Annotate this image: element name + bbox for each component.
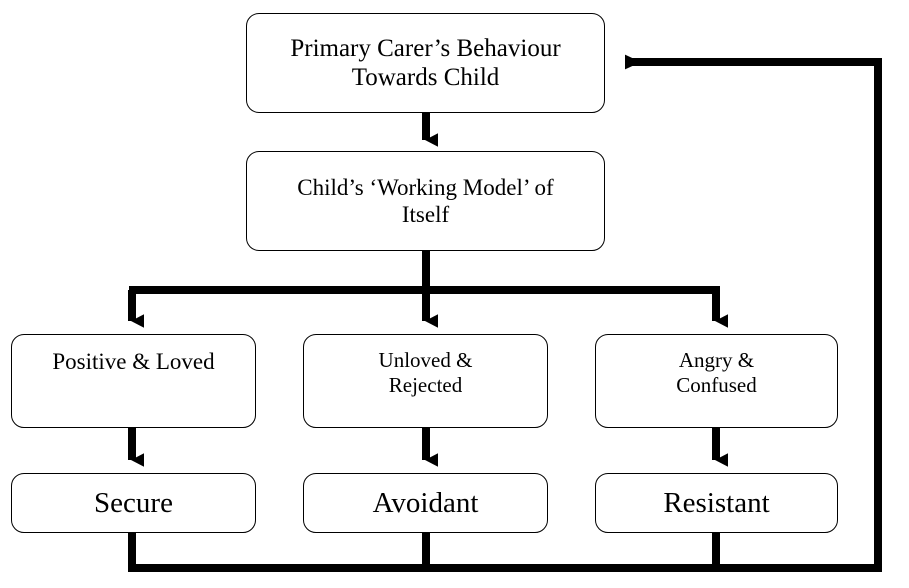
node-angry-and-confused[interactable]: Angry & Confused bbox=[595, 334, 838, 428]
node-label: Unloved & Rejected bbox=[378, 348, 473, 397]
node-positive-and-loved[interactable]: Positive & Loved bbox=[11, 334, 256, 428]
node-label: Primary Carer’s Behaviour Towards Child bbox=[290, 34, 561, 92]
node-label: Secure bbox=[94, 486, 173, 519]
node-label: Angry & Confused bbox=[676, 348, 757, 397]
node-secure[interactable]: Secure bbox=[11, 473, 256, 533]
node-resistant[interactable]: Resistant bbox=[595, 473, 838, 533]
connector-branch-bus bbox=[129, 251, 720, 294]
node-label: Child’s ‘Working Model’ of Itself bbox=[297, 174, 554, 227]
connector-feedback-loop bbox=[128, 54, 882, 572]
node-label: Resistant bbox=[663, 486, 770, 519]
node-unloved-and-rejected[interactable]: Unloved & Rejected bbox=[303, 334, 548, 428]
node-label: Avoidant bbox=[372, 486, 479, 519]
node-child-working-model[interactable]: Child’s ‘Working Model’ of Itself bbox=[246, 151, 605, 251]
node-avoidant[interactable]: Avoidant bbox=[303, 473, 548, 533]
node-primary-carer-behaviour[interactable]: Primary Carer’s Behaviour Towards Child bbox=[246, 13, 605, 113]
node-label: Positive & Loved bbox=[52, 349, 215, 374]
